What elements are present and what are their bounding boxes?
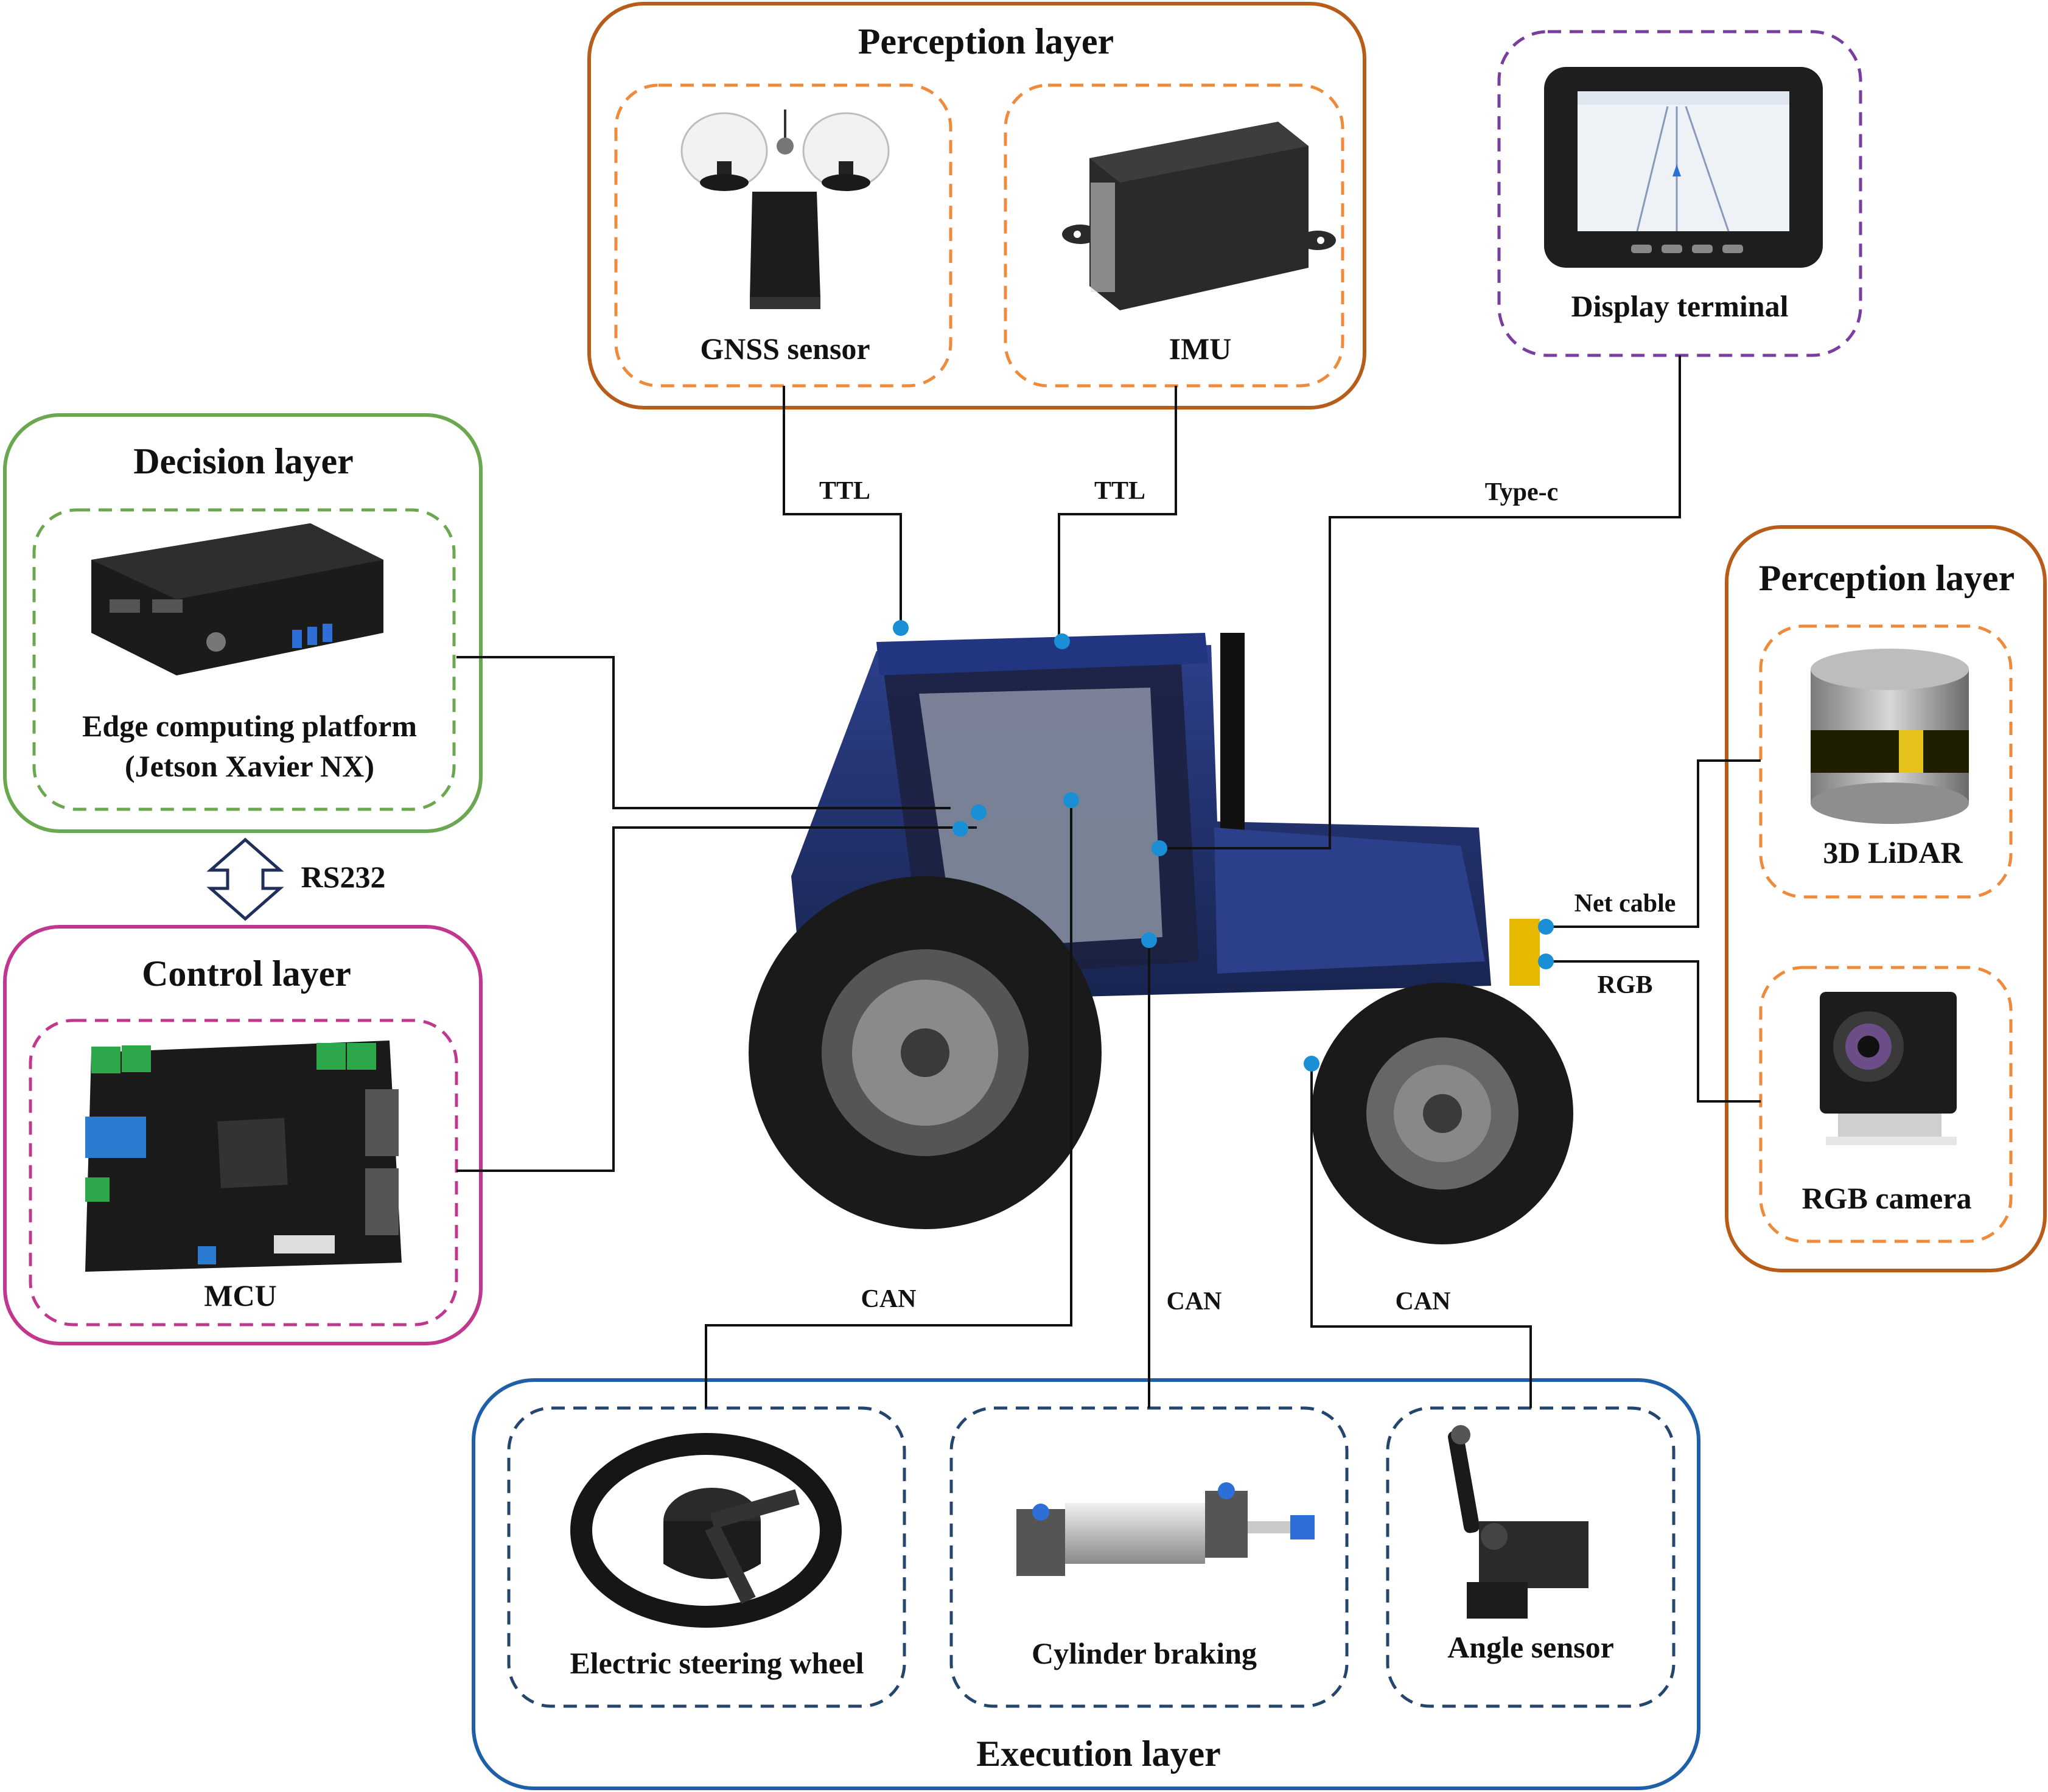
control-connection-dot: [952, 821, 968, 837]
decision-connection-dot: [971, 804, 987, 820]
control-layer: Control layer MCU: [3, 925, 483, 1345]
can-cylinder-label: CAN: [1167, 1288, 1222, 1316]
steering-connection-dot: [1063, 792, 1079, 808]
cylinder-icon: [1016, 1482, 1315, 1576]
perception-top-title: Perception layer: [858, 21, 1114, 61]
ttl-imu-label: TTL: [1094, 477, 1145, 505]
execution-layer: Execution layer Electric steering wheel …: [472, 1378, 1700, 1790]
steering-wheel-icon: [570, 1433, 842, 1628]
camera-label: RGB camera: [1802, 1181, 1971, 1215]
lidar-icon: [1811, 649, 1969, 824]
tractor-image: [749, 633, 1573, 1244]
ttl-gnss-label: TTL: [819, 477, 870, 505]
gnss-sensor-icon: [680, 110, 890, 309]
angle-sensor-icon: [1448, 1425, 1588, 1619]
connection-points: [893, 620, 1554, 1072]
connection-wires: [456, 355, 1761, 1408]
rgb-label: RGB: [1597, 971, 1652, 999]
steering-label: Electric steering wheel: [570, 1646, 864, 1680]
display-terminal-label: Display terminal: [1571, 289, 1789, 323]
control-title: Control layer: [142, 954, 351, 994]
decision-layer: Decision layer Edge computing platform (…: [3, 413, 483, 833]
gnss-label: GNSS sensor: [700, 332, 870, 366]
imu-connection-dot: [1054, 633, 1070, 649]
imu-icon: [1062, 122, 1336, 310]
perception-layer-top: Perception layer GNSS sensor IMU: [587, 2, 1366, 410]
execution-title: Execution layer: [976, 1734, 1221, 1774]
mcu-board-icon: [85, 1041, 402, 1272]
display-terminal-box: Display terminal: [1497, 30, 1862, 357]
cylinder-label: Cylinder braking: [1032, 1636, 1257, 1670]
mcu-label: MCU: [204, 1278, 276, 1313]
rgb-camera-icon: [1820, 992, 1957, 1145]
edge-platform-label-line2: (Jetson Xavier NX): [125, 749, 374, 783]
can-steering-label: CAN: [861, 1285, 917, 1313]
edge-platform-label-line1: Edge computing platform: [82, 709, 417, 743]
lidar-label: 3D LiDAR: [1823, 835, 1963, 870]
type-c-label: Type-c: [1485, 478, 1559, 506]
display-terminal-icon: [1544, 67, 1823, 268]
decision-title: Decision layer: [133, 441, 354, 481]
perception-layer-right: Perception layer 3D LiDAR RGB camera: [1725, 525, 2047, 1272]
lidar-connection-dot: [1538, 919, 1554, 935]
imu-label: IMU: [1169, 332, 1232, 366]
camera-connection-dot: [1538, 954, 1554, 969]
display-connection-dot: [1152, 840, 1167, 856]
can-angle-label: CAN: [1396, 1288, 1451, 1316]
edge-computer-icon: [91, 523, 383, 675]
perception-right-title: Perception layer: [1759, 558, 2015, 598]
net-cable-label: Net cable: [1574, 890, 1676, 918]
gnss-connection-dot: [893, 620, 909, 636]
angle-label: Angle sensor: [1447, 1630, 1614, 1664]
double-arrow-icon: [206, 837, 284, 921]
cylinder-connection-dot: [1141, 932, 1157, 948]
angle-connection-dot: [1304, 1056, 1319, 1072]
rs232-label: RS232: [301, 860, 386, 894]
